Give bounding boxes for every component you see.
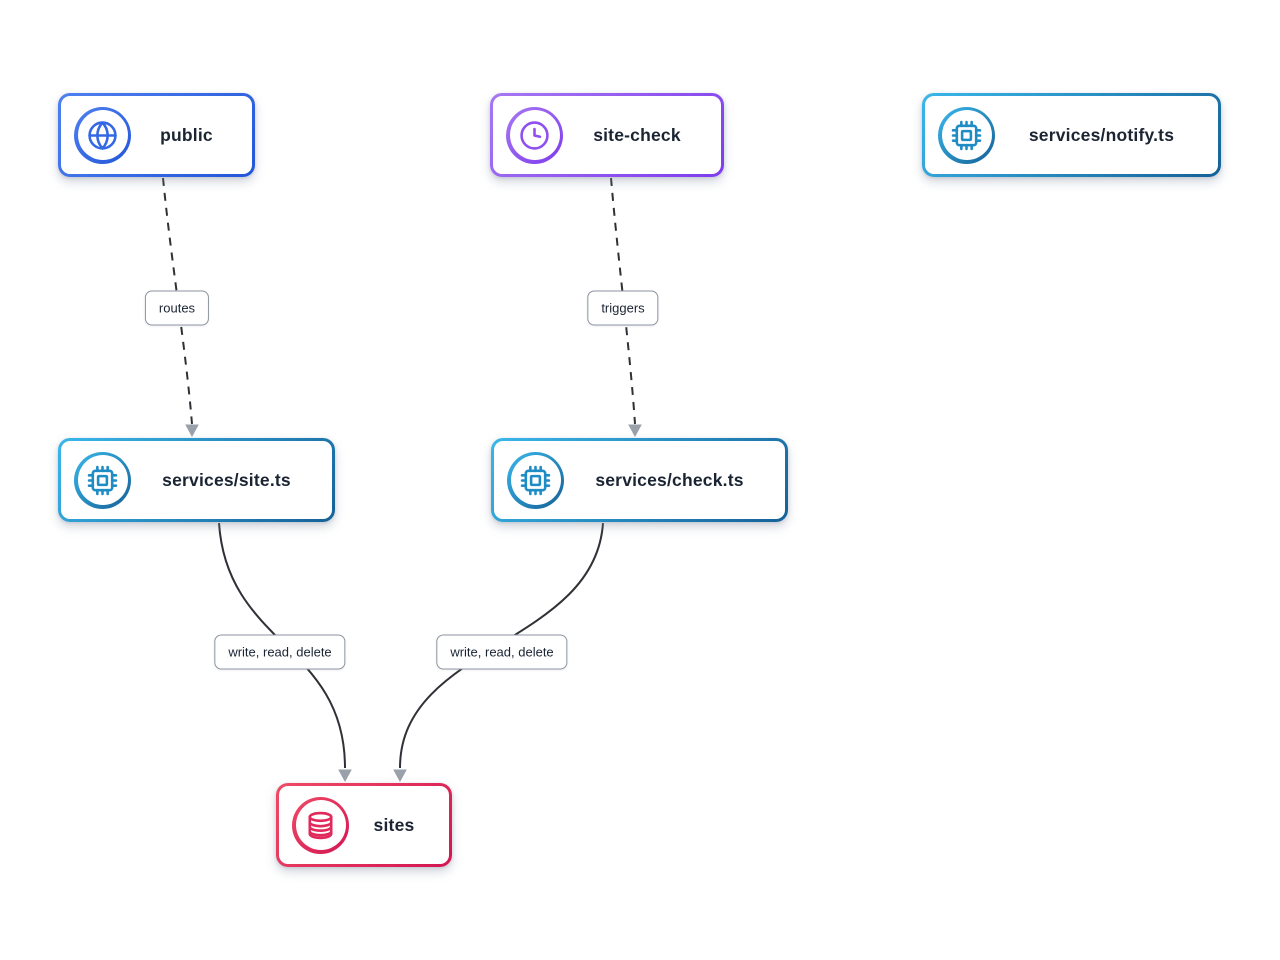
edge-label-triggers: triggers <box>587 290 659 326</box>
node-label: services/check.ts <box>595 469 744 490</box>
node-site-check[interactable]: site-check <box>490 93 724 177</box>
node-label: services/site.ts <box>162 469 291 490</box>
globe-icon <box>87 120 118 151</box>
node-body: site-check <box>493 96 721 174</box>
icon-badge <box>74 451 131 509</box>
node-label: site-check <box>593 124 681 145</box>
icon-badge <box>938 106 995 164</box>
arrowhead <box>628 424 642 438</box>
node-label: services/notify.ts <box>1028 124 1175 145</box>
icon-badge <box>292 796 349 854</box>
clock-icon <box>519 120 550 151</box>
icon-badge <box>506 106 563 164</box>
arrowhead <box>338 769 352 783</box>
icon-badge <box>507 451 564 509</box>
edge-label-routes: routes <box>144 290 210 326</box>
chip-icon <box>87 465 118 496</box>
node-body: services/check.ts <box>494 441 785 519</box>
edge-label-write-read-delete: write, read, delete <box>214 634 346 670</box>
node-body: services/notify.ts <box>925 96 1218 174</box>
node-services-check[interactable]: services/check.ts <box>491 438 788 522</box>
node-body: sites <box>279 786 449 864</box>
node-body: public <box>61 96 252 174</box>
edge-label-write-read-delete: write, read, delete <box>436 634 568 670</box>
node-public[interactable]: public <box>58 93 255 177</box>
node-services-notify[interactable]: services/notify.ts <box>922 93 1221 177</box>
chip-icon <box>951 120 982 151</box>
node-services-site[interactable]: services/site.ts <box>58 438 335 522</box>
node-sites[interactable]: sites <box>276 783 452 867</box>
icon-badge <box>74 106 131 164</box>
chip-icon <box>520 465 551 496</box>
database-icon <box>305 810 336 841</box>
node-label: sites <box>373 814 415 835</box>
node-body: services/site.ts <box>61 441 332 519</box>
arrowhead <box>393 769 407 783</box>
node-label: public <box>160 124 213 145</box>
arrowhead <box>185 424 199 438</box>
